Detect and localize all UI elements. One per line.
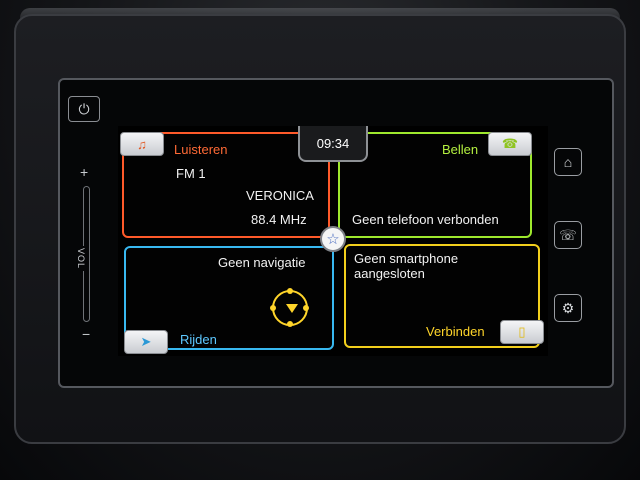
tile-call-label: Bellen (442, 142, 479, 157)
tile-connect-label: Verbinden (426, 324, 485, 339)
radio-station: VERONICA (246, 188, 314, 203)
tile-listen-label: Luisteren (174, 142, 228, 157)
volume-up-button[interactable]: + (80, 164, 89, 180)
voice-button[interactable]: ☏ (554, 221, 582, 249)
gear-icon: ⚙ (561, 299, 575, 316)
volume-label: VOL (76, 246, 86, 272)
radio-band: FM 1 (176, 166, 206, 181)
home-icon: ⌂ (563, 154, 573, 170)
clock: 09:34 (298, 126, 368, 162)
compass-icon (270, 288, 309, 327)
settings-button[interactable]: ⚙ (554, 294, 582, 322)
smartphone-icon: ▯ (500, 320, 544, 344)
navigation-icon: ➤ (124, 330, 168, 354)
power-icon: ⏻ (78, 100, 90, 117)
tile-drive-label: Rijden (180, 332, 217, 347)
star-icon: ☆ (326, 231, 340, 248)
phone-status: Geen telefoon verbonden (352, 212, 499, 227)
smartphone-status-line1: Geen smartphone (354, 251, 459, 266)
voice-icon: ☏ (559, 226, 577, 243)
power-button[interactable]: ⏻ (68, 96, 100, 122)
favorites-button[interactable]: ☆ (320, 226, 346, 252)
volume-down-button[interactable]: − (82, 326, 91, 342)
phone-icon: ☎ (488, 132, 532, 156)
home-button[interactable]: ⌂ (554, 148, 582, 176)
radio-frequency: 88.4 MHz (251, 212, 307, 227)
navigation-status: Geen navigatie (218, 255, 306, 270)
smartphone-status-line2: aangesloten (354, 266, 425, 281)
touchscreen: ♫ ☎ ➤ ▯ Luisteren FM 1 VERONICA 88.4 MHz… (118, 126, 548, 356)
music-icon: ♫ (120, 132, 164, 156)
